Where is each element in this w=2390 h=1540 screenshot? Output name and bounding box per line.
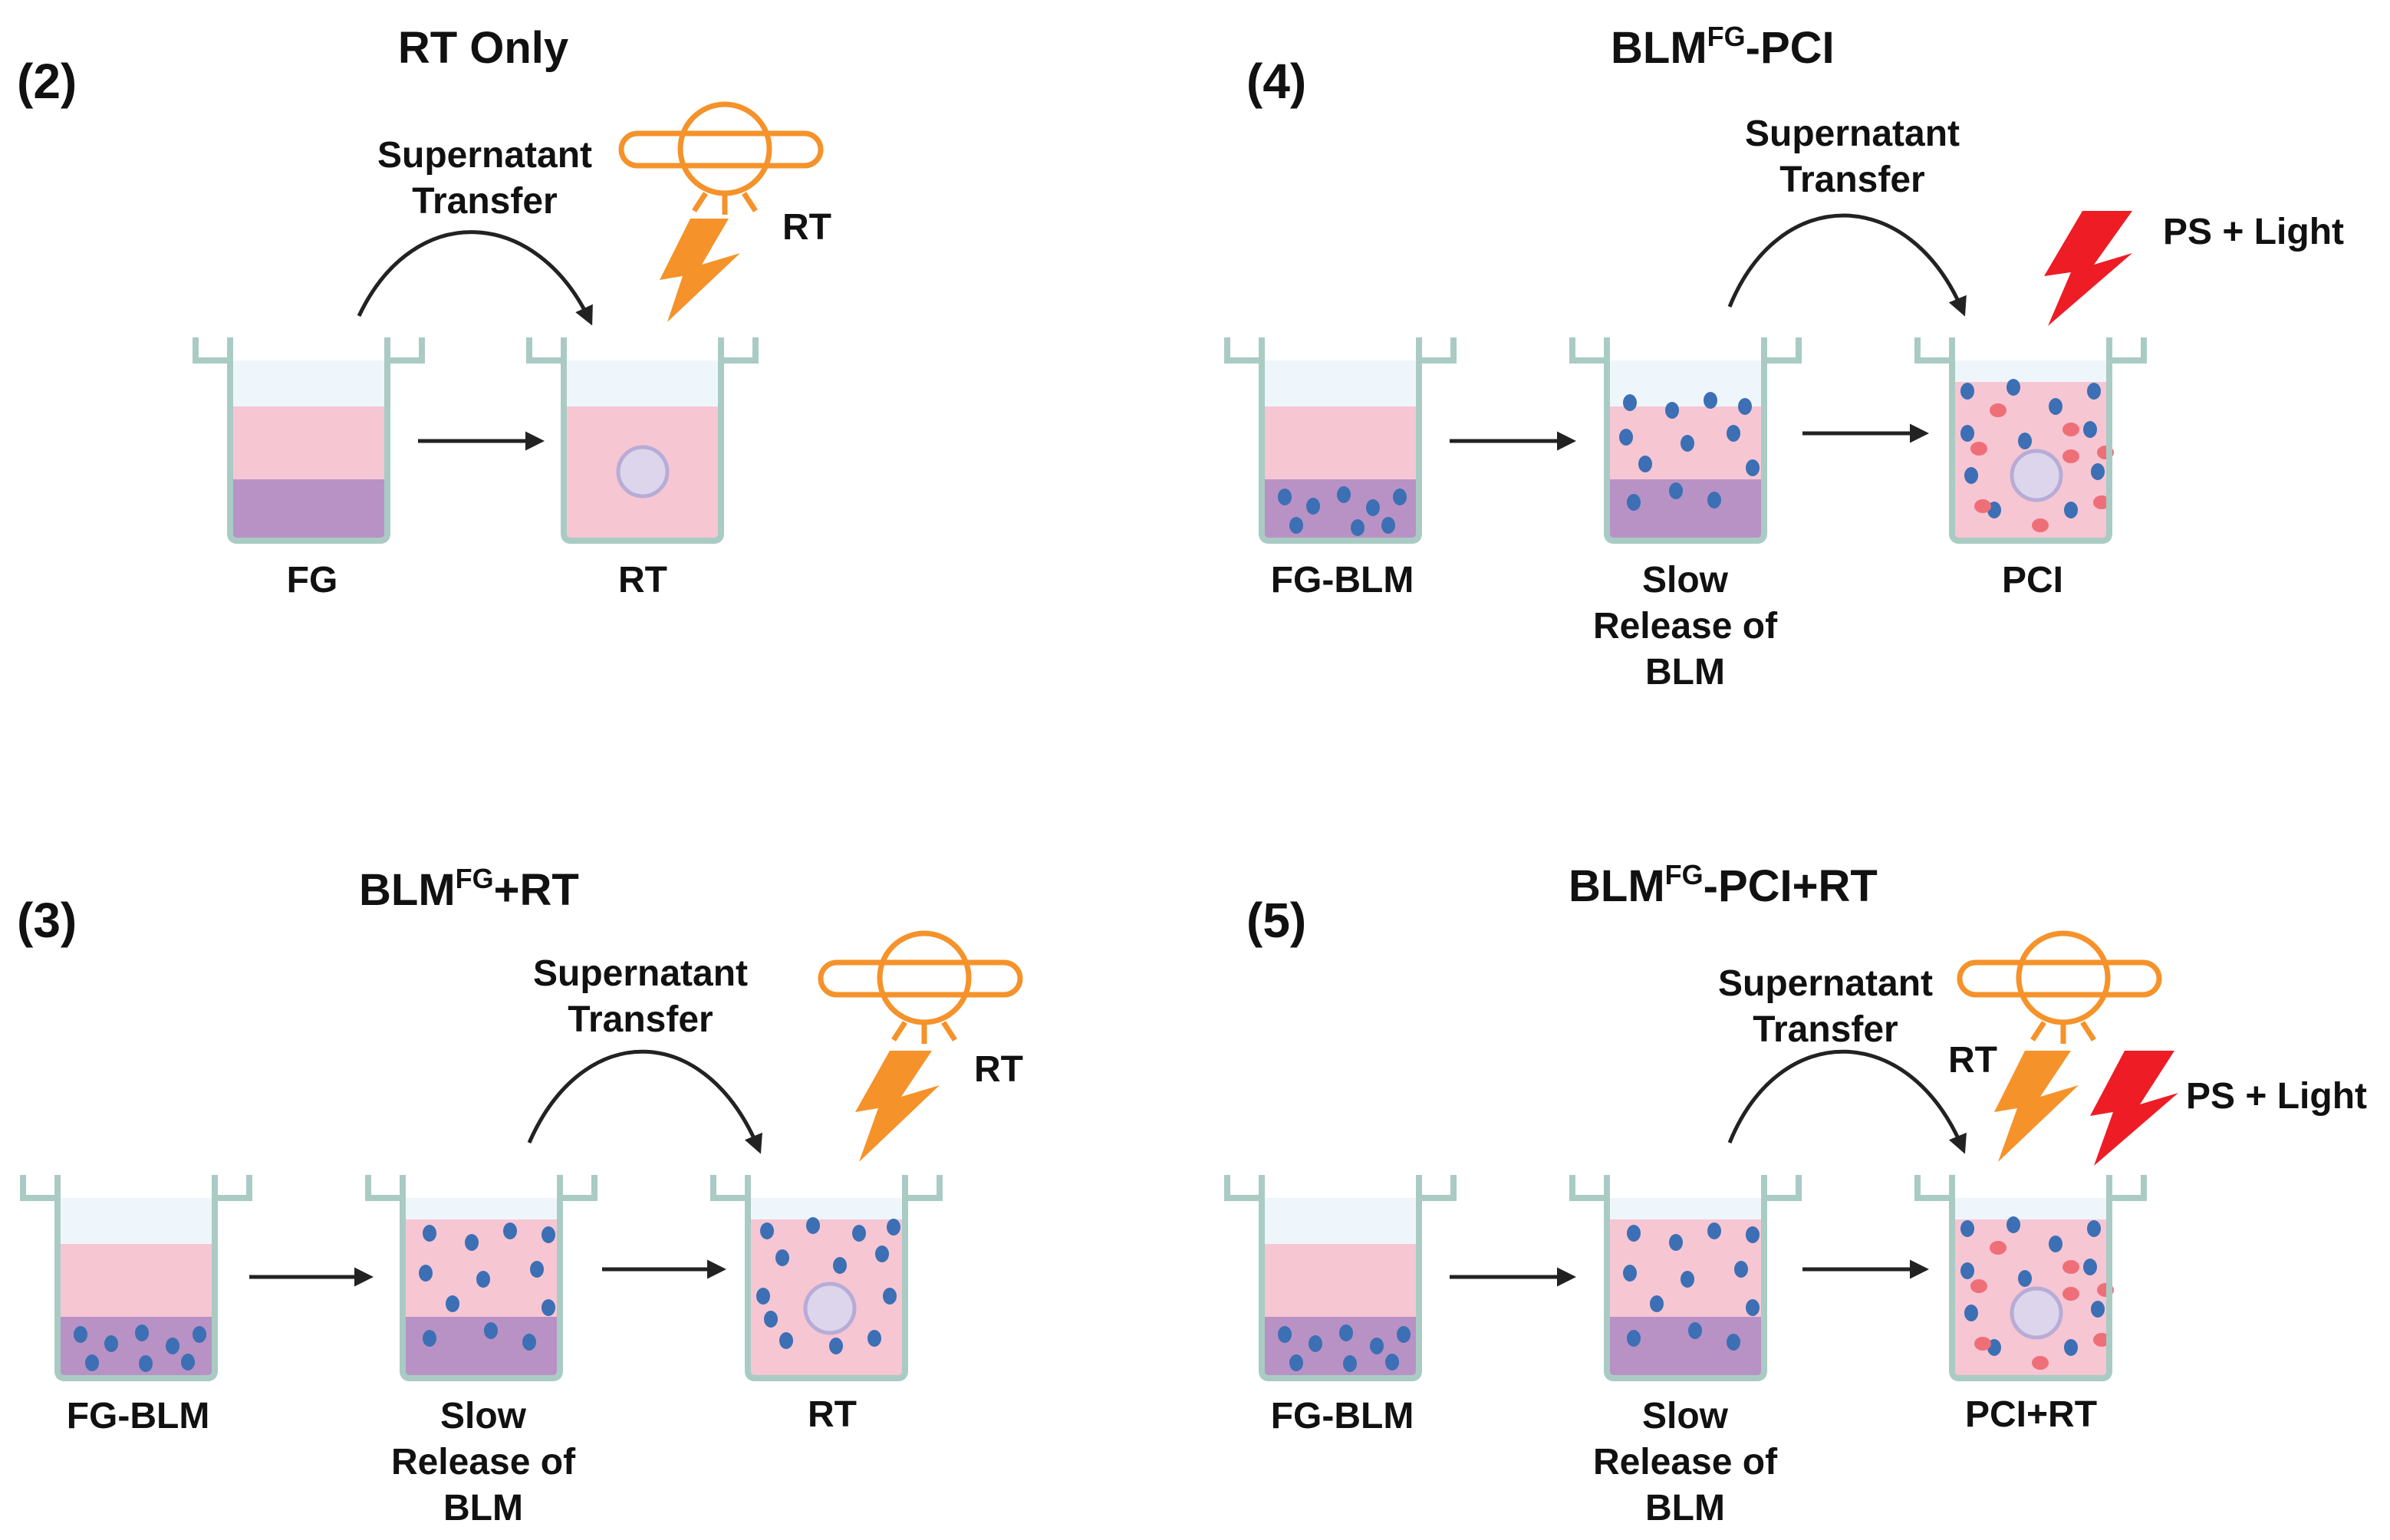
panel-3: (3) BLMFG+RT Supernatant Transfer RT (17, 863, 1023, 1528)
beaker-slow-release (1569, 337, 1802, 544)
light-label: PS + Light (2163, 212, 2344, 252)
transfer-label-line2: Transfer (412, 181, 557, 222)
panel-number: (3) (17, 893, 77, 948)
beaker-fg-blm (1224, 337, 1457, 544)
lightning-bolt-icon (660, 219, 740, 322)
blm-particles (1623, 1222, 1760, 1351)
beaker-label: Slow (440, 1396, 527, 1436)
beaker-rt (710, 1175, 943, 1381)
beaker-pci (1914, 337, 2147, 544)
rt-source-label: RT (782, 207, 831, 248)
blm-particles (756, 1217, 900, 1354)
x-ray-tube-icon (818, 930, 1023, 1044)
panel-title: BLMFG+RT (359, 863, 579, 915)
transfer-label-line1: Supernatant (377, 135, 592, 176)
panel-number: (2) (17, 54, 77, 109)
cell (2010, 1286, 2063, 1340)
beaker-label: FG-BLM (1271, 560, 1414, 601)
blm-particles (1278, 486, 1407, 536)
beaker-label: BLM (1645, 1488, 1725, 1528)
beaker-label: Release of (1593, 1442, 1778, 1482)
blm-particles (1278, 1324, 1411, 1372)
rt-source-label: RT (974, 1049, 1023, 1090)
panel-title: BLMFG-PCI (1611, 21, 1835, 73)
light-label: PS + Light (2186, 1076, 2367, 1117)
panel-title: RT Only (398, 23, 568, 73)
beaker-fg-blm (20, 1175, 252, 1381)
beaker-slow-release (1569, 1175, 1802, 1381)
rt-source-label: RT (1948, 1040, 1997, 1081)
beaker-label: PCI+RT (1965, 1394, 2097, 1435)
blm-particles (419, 1222, 555, 1351)
blm-particles (1960, 1216, 2105, 1356)
curved-arrow-icon (357, 230, 593, 326)
beaker-slow-release (365, 1175, 598, 1381)
beaker-label: BLM (443, 1488, 523, 1528)
curved-arrow-icon (527, 1049, 762, 1154)
cell (2010, 449, 2063, 502)
beaker-rt (526, 337, 759, 544)
transfer-label-line1: Supernatant (533, 953, 748, 994)
panel-2: (2) RT Only Supernatant Transfer RT FG (17, 23, 831, 601)
panel-5: (5) BLMFG-PCI+RT Supernatant Transfer RT… (1224, 859, 2367, 1528)
beaker-label: Release of (391, 1442, 576, 1482)
beaker-label: RT (618, 560, 667, 601)
lightning-bolt-icon (1994, 1051, 2079, 1162)
beaker-label: Slow (1642, 1396, 1729, 1436)
lightning-bolt-icon (2090, 1051, 2178, 1166)
beaker-label: FG-BLM (67, 1396, 210, 1436)
beaker-label: RT (808, 1394, 857, 1435)
lightning-bolt-icon (2044, 211, 2132, 326)
cell (616, 445, 670, 499)
cell (803, 1282, 857, 1335)
transfer-label-line2: Transfer (1753, 1009, 1898, 1050)
transfer-label-line1: Supernatant (1745, 114, 1960, 154)
beaker-fg (193, 337, 425, 544)
transfer-label-line1: Supernatant (1718, 963, 1933, 1004)
blm-particles (74, 1324, 206, 1372)
blm-particles (1960, 379, 2105, 518)
beaker-fg-blm (1224, 1175, 1457, 1381)
beaker-label: PCI (2002, 560, 2063, 601)
beaker-label: Release of (1593, 606, 1778, 647)
beaker-label: FG (287, 560, 338, 601)
panel-title: BLMFG-PCI+RT (1569, 859, 1878, 911)
beaker-label: Slow (1642, 560, 1729, 601)
x-ray-tube-icon (1957, 930, 2162, 1044)
beaker-pci-rt (1914, 1175, 2147, 1381)
beaker-label: BLM (1645, 652, 1725, 693)
beaker-label: FG-BLM (1271, 1396, 1414, 1436)
panel-number: (4) (1246, 54, 1306, 109)
transfer-label-line2: Transfer (568, 999, 713, 1040)
x-ray-tube-icon (618, 101, 824, 215)
curved-arrow-icon (1727, 1049, 1967, 1154)
curved-arrow-icon (1727, 213, 1967, 317)
transfer-label-line2: Transfer (1779, 160, 1924, 200)
panel-4: (4) BLMFG-PCI Supernatant Transfer PS + … (1224, 21, 2344, 693)
blm-particles (1619, 392, 1760, 511)
panel-number: (5) (1246, 893, 1306, 948)
lightning-bolt-icon (855, 1051, 940, 1162)
